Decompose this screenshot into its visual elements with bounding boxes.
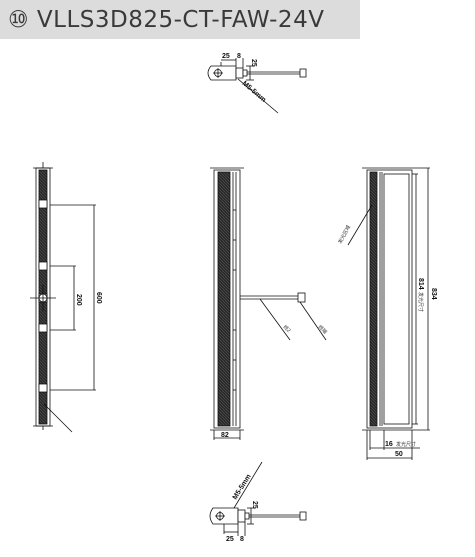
left-view bbox=[30, 162, 96, 433]
side-view bbox=[347, 167, 430, 460]
bottom-dim-a: 25 bbox=[226, 536, 234, 543]
front-view bbox=[210, 167, 327, 440]
top-dim-b: 8 bbox=[237, 53, 241, 60]
side-inner-note: 发光尺寸 bbox=[417, 292, 424, 312]
front-dim-width: 82 bbox=[221, 432, 229, 439]
title-bar: ⑩ VLLS3D825-CT-FAW-24V bbox=[0, 0, 360, 39]
front-cable-note-b: 线端 bbox=[317, 323, 329, 335]
side-dim-length: 834 bbox=[430, 288, 437, 300]
side-dim-small: 16 bbox=[385, 441, 393, 448]
page-title: ⑩ VLLS3D825-CT-FAW-24V bbox=[8, 6, 325, 33]
bottom-thread-note: M5-5mm bbox=[232, 473, 253, 501]
side-dim-width: 50 bbox=[395, 451, 403, 458]
left-dim-outer: 600 bbox=[95, 292, 102, 304]
top-dim-a: 25 bbox=[222, 53, 230, 60]
front-cable-note-a: 线2 bbox=[282, 323, 293, 334]
top-dim-c: 25 bbox=[250, 59, 257, 67]
side-dim-small-note: 发光尺寸 bbox=[396, 441, 416, 448]
bottom-dim-b: 8 bbox=[240, 536, 244, 543]
bottom-dim-c: 25 bbox=[251, 501, 258, 509]
left-dim-inner: 200 bbox=[75, 294, 82, 306]
bottom-connector-view bbox=[209, 461, 307, 536]
top-thread-note: M5-5mm bbox=[241, 80, 267, 104]
side-dim-inner: 814 bbox=[417, 278, 424, 290]
top-connector-view bbox=[207, 58, 307, 114]
